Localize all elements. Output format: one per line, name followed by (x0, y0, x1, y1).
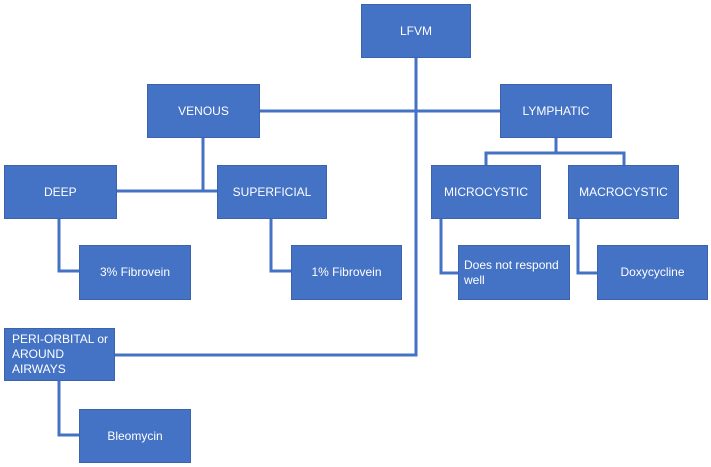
node-fibrovein-1-label: 1% Fibrovein (311, 265, 382, 279)
connector-lfvm-trunk (115, 58, 418, 357)
node-doxycycline-label: Doxycycline (620, 265, 685, 279)
connector-venous-deep-superficial (117, 138, 205, 193)
connector-superficial-fibrovein1 (269, 219, 291, 273)
node-doxycycline: Doxycycline (597, 245, 708, 300)
connector-periorbital-bleomycin (57, 381, 79, 437)
connector-macrocystic-doxycycline (576, 219, 597, 275)
node-venous-label: VENOUS (178, 103, 229, 118)
node-lymphatic-label: LYMPHATIC (522, 103, 590, 118)
node-superficial-label: SUPERFICIAL (232, 184, 312, 199)
node-periorbital: PERI-ORBITAL or AROUND AIRWAYS (4, 328, 115, 381)
connector-lymphatic-bracket (484, 151, 626, 165)
node-deep-label: DEEP (44, 184, 77, 199)
node-superficial: SUPERFICIAL (217, 165, 327, 219)
node-microcystic-label: MICROCYSTIC (444, 184, 528, 199)
node-microcystic: MICROCYSTIC (431, 165, 541, 219)
node-lfvm: LFVM (361, 4, 471, 58)
node-does-not-respond-label: Does not respond well (464, 257, 559, 287)
node-periorbital-label: PERI-ORBITAL or AROUND AIRWAYS (12, 332, 109, 376)
connector-microcystic-outcome (439, 219, 458, 275)
node-fibrovein-3: 3% Fibrovein (79, 245, 191, 300)
node-deep: DEEP (4, 165, 117, 219)
node-lymphatic: LYMPHATIC (500, 84, 612, 138)
node-bleomycin: Bleomycin (79, 409, 191, 463)
node-bleomycin-label: Bleomycin (107, 428, 163, 443)
node-macrocystic-label: MACROCYSTIC (579, 184, 668, 199)
connector-deep-fibrovein3 (57, 219, 79, 273)
node-macrocystic: MACROCYSTIC (568, 165, 679, 219)
node-fibrovein-1: 1% Fibrovein (291, 245, 402, 300)
node-fibrovein-3-label: 3% Fibrovein (99, 265, 171, 279)
node-venous: VENOUS (147, 84, 260, 138)
node-lfvm-label: LFVM (399, 23, 432, 38)
node-does-not-respond: Does not respond well (458, 245, 570, 300)
